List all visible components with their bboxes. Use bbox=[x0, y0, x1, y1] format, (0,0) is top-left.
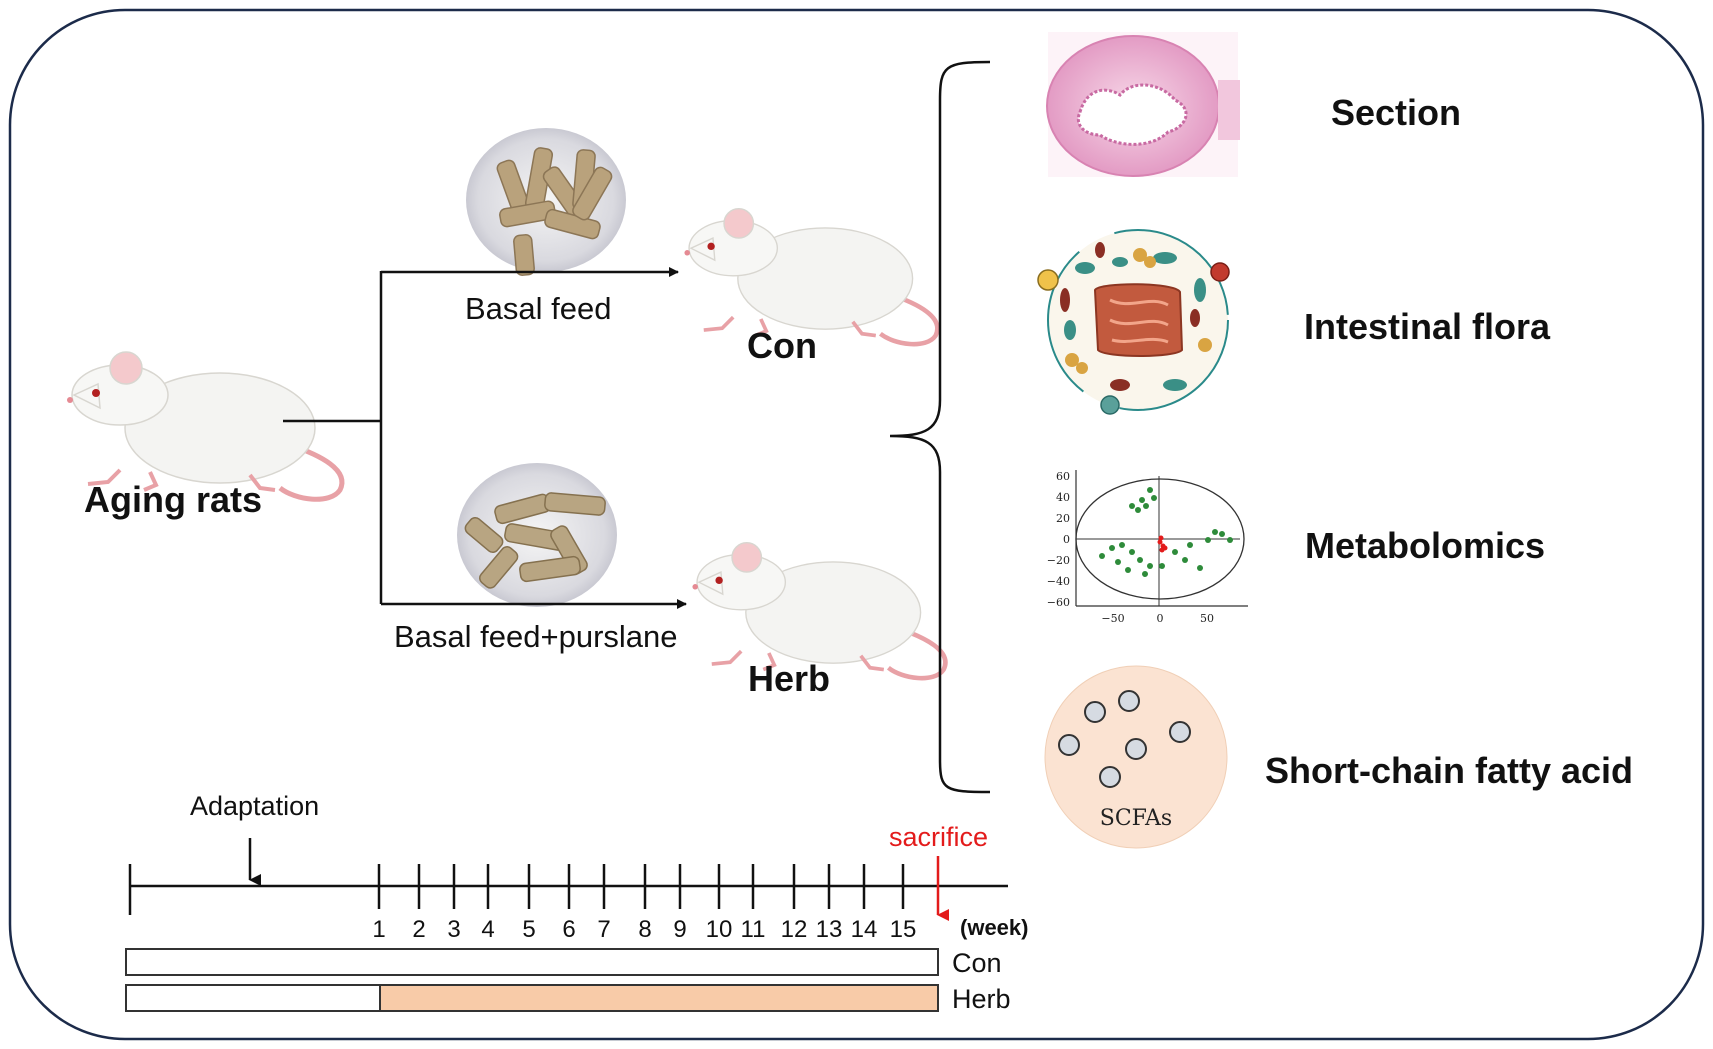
analysis-label-scfa: Short-chain fatty acid bbox=[1265, 750, 1634, 791]
pca-y-tick-label: 20 bbox=[1056, 512, 1070, 525]
pca-y-tick-label: −40 bbox=[1047, 575, 1070, 588]
branch-connector bbox=[283, 267, 687, 609]
group-label-herb: Herb bbox=[748, 658, 831, 699]
feed-label-purslane: Basal feed+purslane bbox=[394, 619, 678, 654]
scfa-icon-label: SCFAs bbox=[1100, 806, 1172, 831]
week-label: 2 bbox=[412, 916, 426, 943]
feed-pellets-icon-basal bbox=[466, 128, 626, 276]
week-label: 15 bbox=[889, 916, 917, 943]
feed-label-basal: Basal feed bbox=[465, 291, 612, 326]
timeline bbox=[128, 838, 1008, 921]
pca-y-tick-label: 60 bbox=[1056, 470, 1070, 483]
week-label: 8 bbox=[638, 916, 652, 943]
week-label: 10 bbox=[705, 916, 733, 943]
week-label: 13 bbox=[815, 916, 843, 943]
week-label: 9 bbox=[673, 916, 687, 943]
group-label-con: Con bbox=[747, 325, 817, 366]
week-label: 7 bbox=[597, 916, 611, 943]
week-label: 4 bbox=[481, 916, 495, 943]
feed-pellets-icon-purslane bbox=[457, 463, 617, 607]
rat-icon-con bbox=[684, 207, 940, 347]
adaptation-label: Adaptation bbox=[190, 791, 320, 821]
rat-icon-aging bbox=[67, 351, 345, 502]
week-label: 14 bbox=[850, 916, 878, 943]
week-unit-label: (week) bbox=[960, 915, 1029, 940]
week-label: 12 bbox=[780, 916, 808, 943]
week-label: 6 bbox=[562, 916, 576, 943]
pca-x-tick-label: −50 bbox=[1101, 612, 1124, 625]
pca-scatter-plot-icon: 60 40 20 0 −20 −40 −60 −50 0 50 bbox=[1047, 470, 1248, 625]
pca-y-tick-label: −20 bbox=[1047, 554, 1070, 567]
week-label: 1 bbox=[372, 916, 386, 943]
herb-treatment-bar bbox=[125, 984, 939, 1012]
outer-frame bbox=[8, 8, 1705, 1041]
week-label: 11 bbox=[740, 916, 766, 943]
pca-y-tick-label: 0 bbox=[1063, 533, 1070, 546]
pca-x-tick-label: 0 bbox=[1157, 612, 1164, 625]
source-group-label: Aging rats bbox=[84, 479, 263, 520]
sacrifice-label: sacrifice bbox=[889, 822, 989, 852]
week-label: 3 bbox=[447, 916, 461, 943]
con-treatment-bar bbox=[125, 948, 939, 976]
pca-y-tick-label: 40 bbox=[1056, 491, 1070, 504]
week-label: 5 bbox=[522, 916, 536, 943]
gut-microbiota-icon bbox=[1037, 229, 1230, 415]
analysis-label-metabolomics: Metabolomics bbox=[1305, 525, 1546, 566]
bar-label-herb: Herb bbox=[952, 984, 1011, 1014]
pca-y-tick-label: −60 bbox=[1047, 596, 1070, 609]
analysis-label-intestinal-flora: Intestinal flora bbox=[1304, 306, 1551, 347]
analyses-brace bbox=[889, 60, 991, 794]
rat-icon-herb bbox=[692, 541, 948, 681]
analysis-label-section: Section bbox=[1331, 92, 1462, 133]
scfa-circle-icon: SCFAs bbox=[1044, 665, 1228, 849]
pca-x-tick-label: 50 bbox=[1200, 612, 1214, 625]
intestine-section-icon bbox=[1046, 32, 1240, 177]
bar-label-con: Con bbox=[952, 948, 1002, 978]
herb-treatment-fill bbox=[379, 986, 937, 1010]
